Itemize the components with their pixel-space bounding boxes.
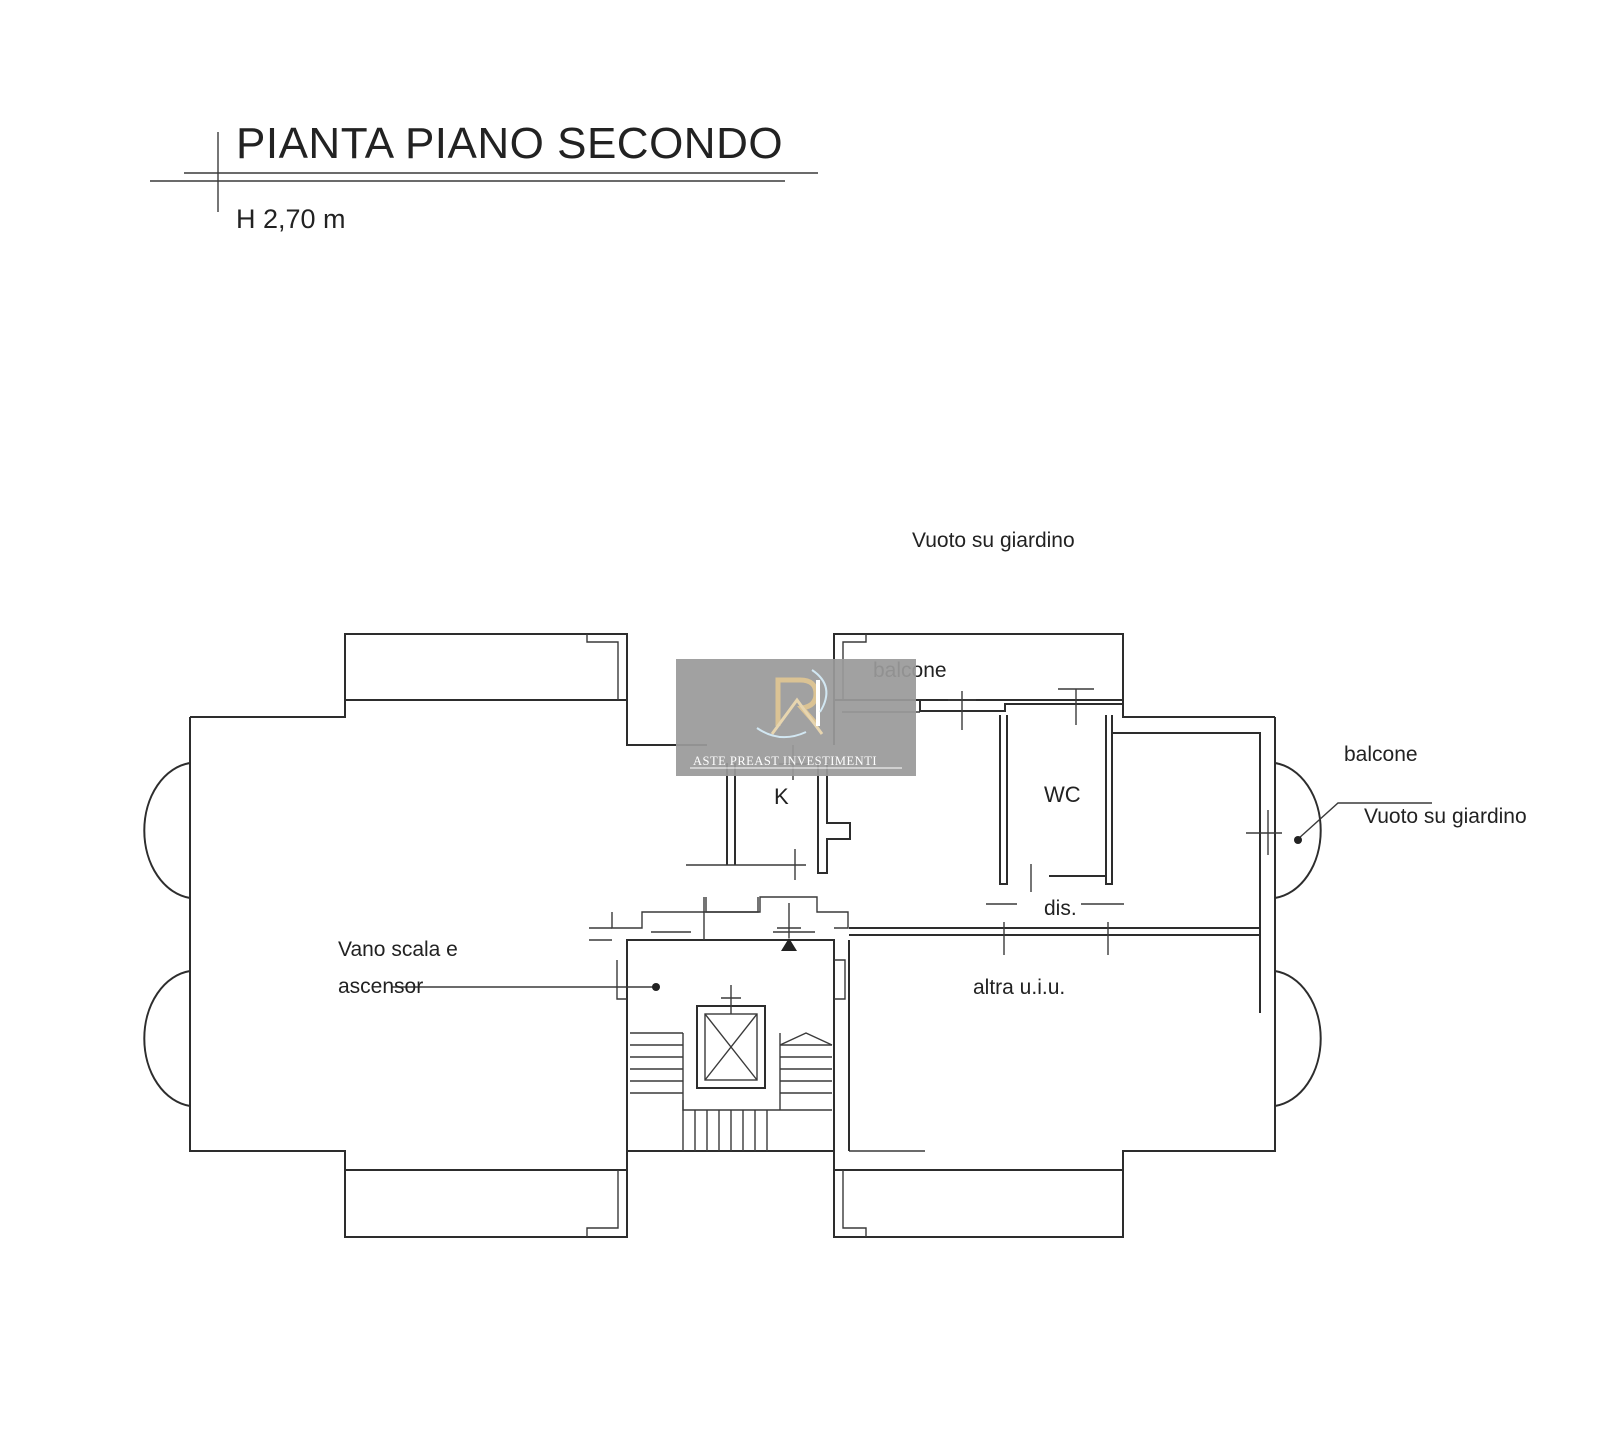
balcone-leader-dot	[1294, 836, 1302, 844]
watermark-text: ASTE PREAST INVESTIMENTI	[693, 754, 877, 768]
interior-walls	[589, 688, 1282, 1152]
plan-title: PIANTA PIANO SECONDO	[236, 119, 783, 168]
bay-window-right-bottom	[1274, 970, 1322, 1107]
label-wc: WC	[1044, 782, 1081, 807]
label-kitchen: K	[774, 784, 789, 809]
label-balcone-right: balcone	[1344, 743, 1418, 766]
bay-window-left-top	[143, 762, 191, 899]
label-altra: altra u.i.u.	[973, 976, 1065, 999]
room-labels: Vuoto su giardino balcone balcone Vuoto …	[338, 529, 1527, 999]
balcone-leader-line	[1297, 802, 1432, 840]
label-vuoto-right: Vuoto su giardino	[1364, 805, 1527, 828]
label-vuoto-top: Vuoto su giardino	[912, 529, 1075, 552]
watermark-logo-icon	[756, 669, 828, 739]
balcony-bottom-right	[833, 1170, 1124, 1238]
arrow-marker	[781, 938, 797, 951]
label-dis: dis.	[1044, 897, 1077, 920]
bay-window-left-bottom	[143, 970, 191, 1107]
balcony-bottom-left	[344, 1170, 628, 1238]
leaders	[391, 802, 1432, 991]
label-vano-line1: Vano scala e	[338, 938, 458, 961]
balcony-top-left	[344, 633, 628, 700]
height-label: H 2,70 m	[236, 204, 346, 234]
label-vano-line2: ascensor	[338, 975, 423, 998]
vano-leader-dot	[652, 983, 660, 991]
title-block: PIANTA PIANO SECONDO H 2,70 m	[150, 119, 818, 234]
watermark: ASTE PREAST INVESTIMENTI	[676, 659, 916, 776]
bay-window-right-top	[1274, 762, 1322, 899]
